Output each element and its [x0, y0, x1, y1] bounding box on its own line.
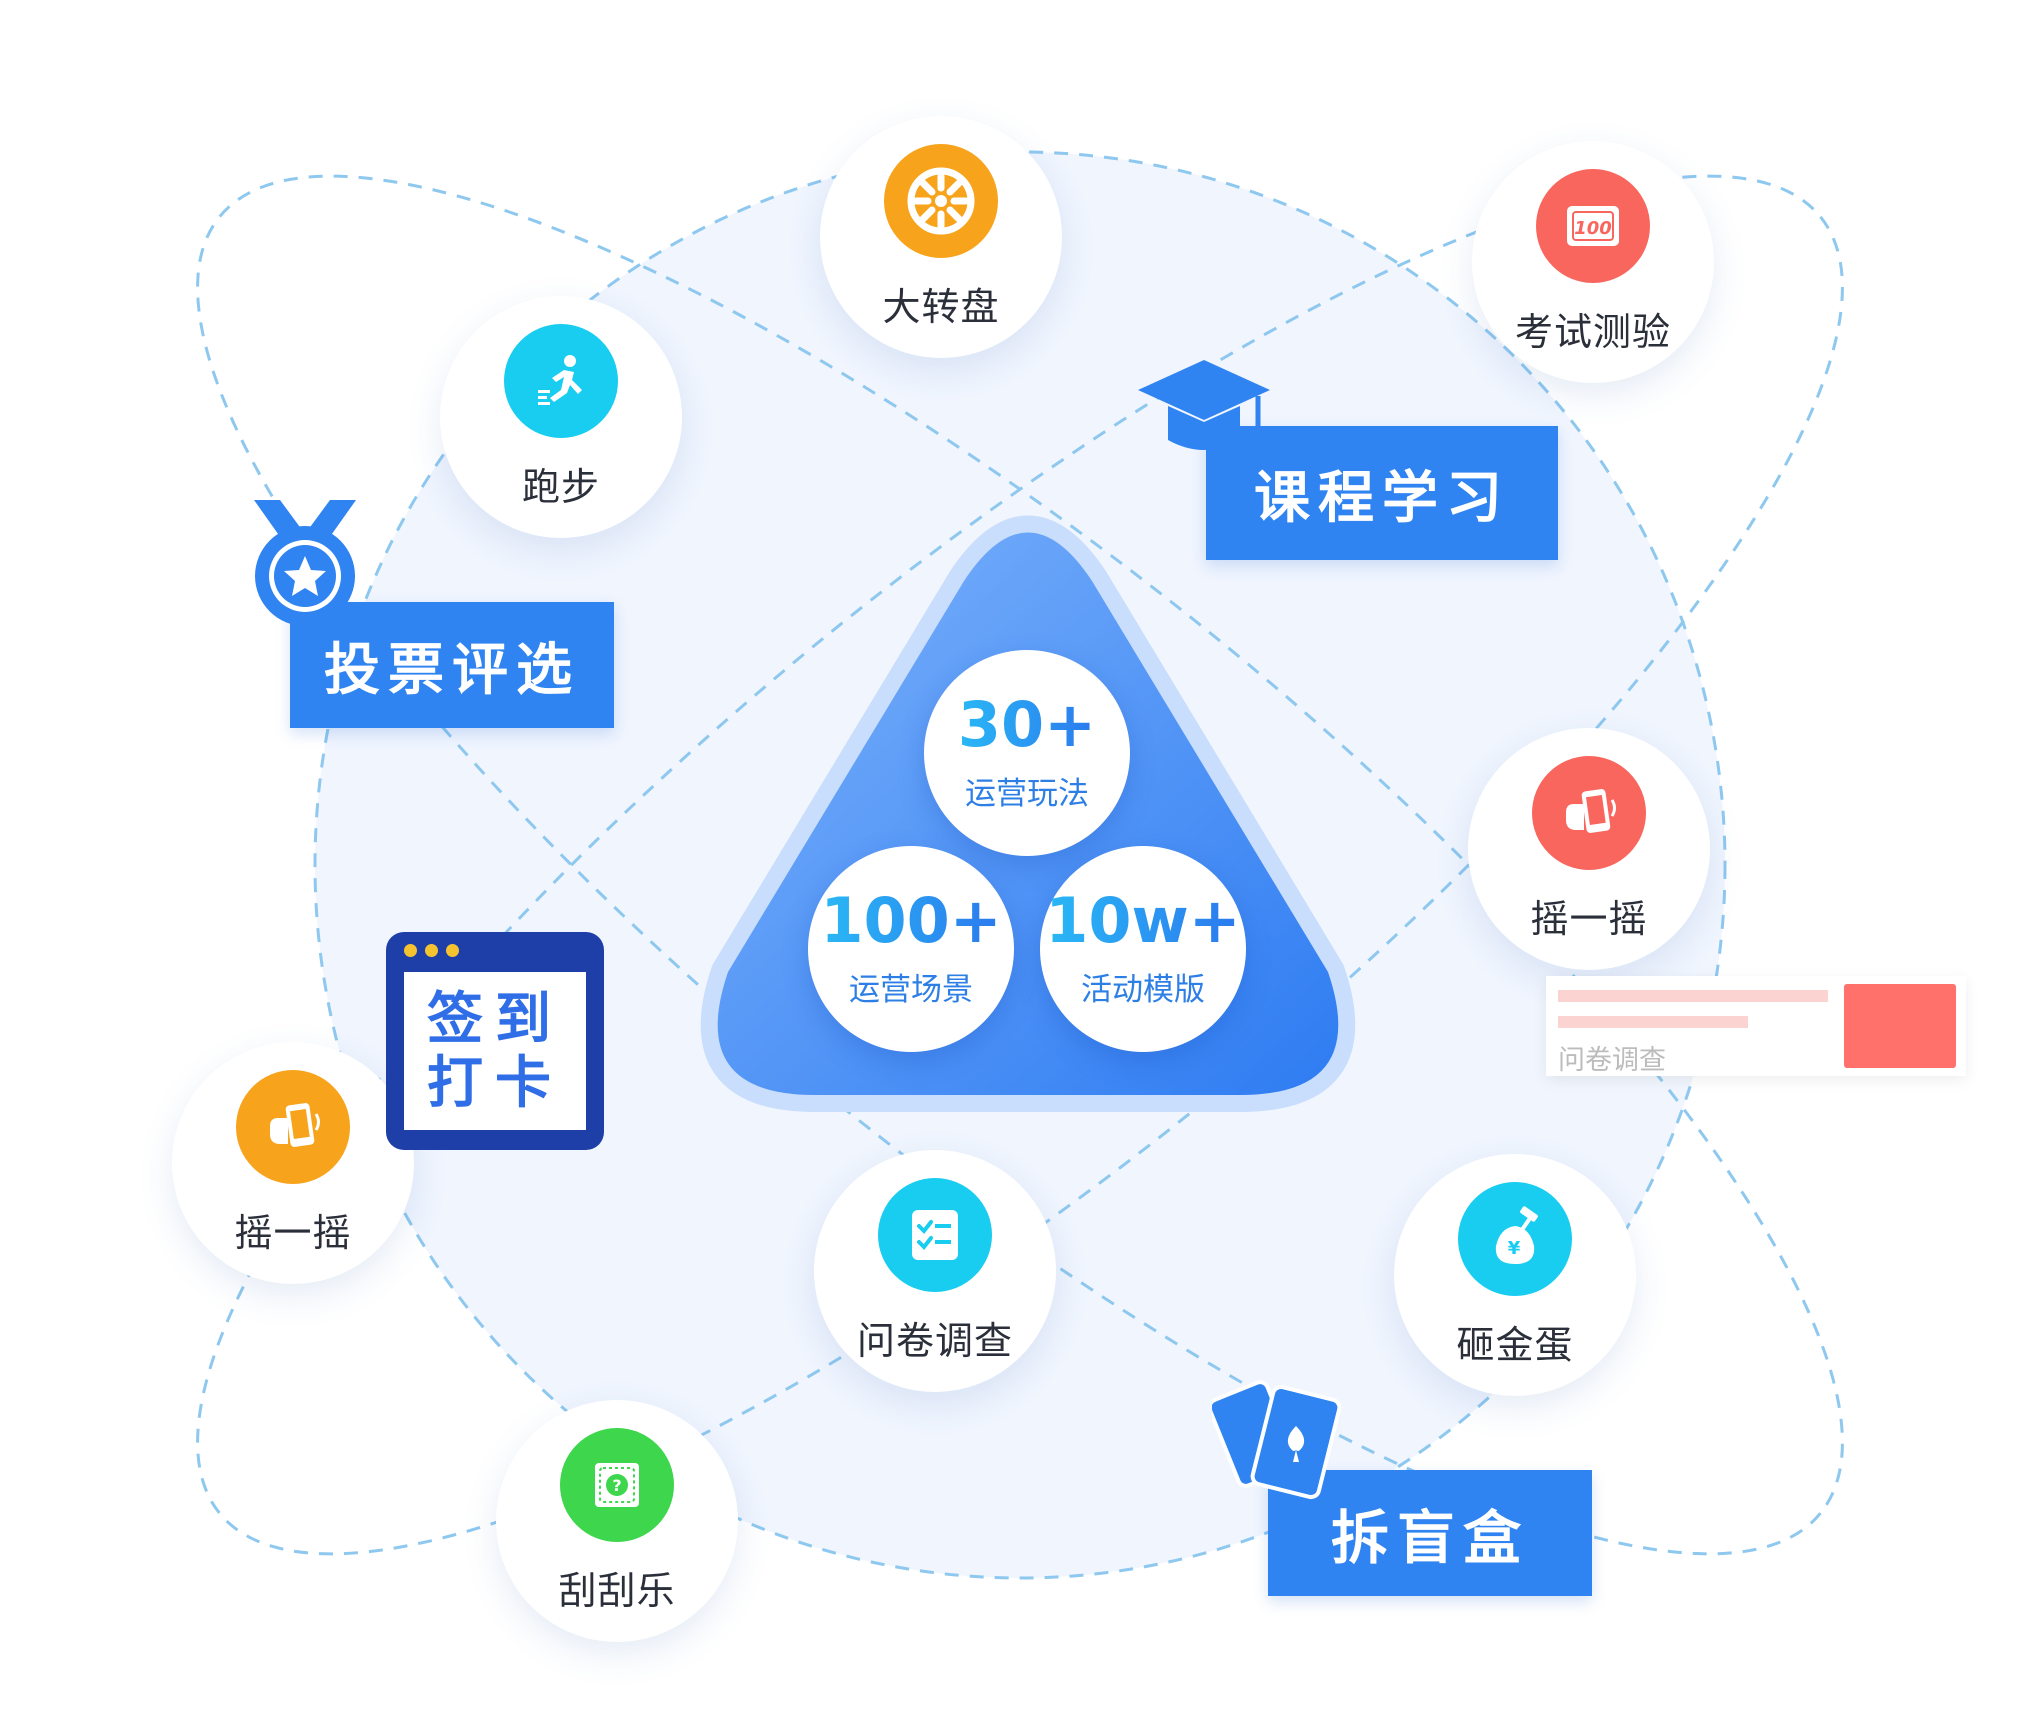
- banner-blind-box[interactable]: 拆盲盒: [1268, 1470, 1592, 1596]
- stat-templates: 10w+ 活动模版: [1040, 846, 1246, 1052]
- graduation-cap-icon: [1138, 360, 1270, 450]
- activity-scratch-card[interactable]: ? 刮刮乐: [496, 1400, 738, 1642]
- money-bag-hammer-icon: ¥: [1458, 1181, 1572, 1296]
- activity-label: 考试测验: [1514, 309, 1671, 354]
- stat-gameplays: 30+ 运营玩法: [924, 650, 1130, 856]
- activity-label: 跑步: [521, 464, 600, 509]
- activity-label: 刮刮乐: [558, 1568, 676, 1613]
- activity-wheel[interactable]: 大转盘: [820, 116, 1062, 358]
- activity-label: 砸金蛋: [1456, 1322, 1574, 1367]
- stat-caption: 运营场景: [849, 971, 973, 1008]
- activity-golden-egg[interactable]: ¥ 砸金蛋: [1394, 1154, 1636, 1396]
- shake-phone-icon: [1532, 755, 1646, 870]
- stat-scenarios: 100+ 运营场景: [808, 846, 1014, 1052]
- survey-card-label: 问卷调查: [1558, 1045, 1666, 1076]
- score-100-icon: 100: [1536, 168, 1650, 283]
- activity-label: 摇一摇: [234, 1210, 352, 1255]
- playing-cards-icon: [1212, 1380, 1342, 1500]
- stat-number: 30+: [957, 687, 1097, 761]
- checkin-line-1: 签到: [427, 985, 563, 1052]
- stat-number: 100+: [820, 883, 1002, 957]
- orbit-2: [196, 174, 1844, 1556]
- svg-text:100: 100: [1574, 218, 1612, 239]
- checkin-line-2: 打卡: [427, 1050, 563, 1116]
- activity-label: 大转盘: [882, 284, 1000, 329]
- activity-exam[interactable]: 100 考试测验: [1472, 141, 1714, 383]
- window-dot: [446, 944, 459, 957]
- checkin-card[interactable]: 签到 打卡: [386, 932, 604, 1150]
- banner-course-study[interactable]: 课程学习: [1206, 426, 1558, 560]
- activity-running[interactable]: 跑步: [440, 296, 682, 538]
- checkin-screen: 签到 打卡: [404, 972, 586, 1130]
- outer-dashed-ring: [313, 150, 1727, 1580]
- survey-card[interactable]: 问卷调查: [1546, 976, 1966, 1076]
- banner-vote[interactable]: 投票评选: [290, 602, 614, 728]
- checklist-icon: [878, 1177, 992, 1292]
- placeholder-bar: [1558, 1016, 1748, 1028]
- window-dot: [404, 944, 417, 957]
- svg-text:?: ?: [612, 1476, 621, 1495]
- activity-shake-left[interactable]: 摇一摇: [172, 1042, 414, 1284]
- activity-label: 摇一摇: [1530, 896, 1648, 941]
- runner-icon: [504, 323, 618, 438]
- placeholder-bar: [1558, 990, 1828, 1002]
- activity-shake-right[interactable]: 摇一摇: [1468, 728, 1710, 970]
- stat-number: 10w+: [1045, 883, 1241, 957]
- survey-card-button: [1844, 984, 1956, 1068]
- scratch-card-icon: ?: [560, 1427, 674, 1542]
- window-dot: [425, 944, 438, 957]
- medal-icon: [254, 500, 356, 626]
- svg-text:¥: ¥: [1508, 1238, 1521, 1259]
- shake-phone-icon: [236, 1069, 350, 1184]
- wheel-icon: [884, 143, 998, 258]
- activity-survey[interactable]: 问卷调查: [814, 1150, 1056, 1392]
- stat-caption: 运营玩法: [965, 775, 1089, 812]
- stat-caption: 活动模版: [1081, 971, 1205, 1008]
- activity-label: 问卷调查: [856, 1318, 1013, 1363]
- window-dots: [404, 944, 459, 957]
